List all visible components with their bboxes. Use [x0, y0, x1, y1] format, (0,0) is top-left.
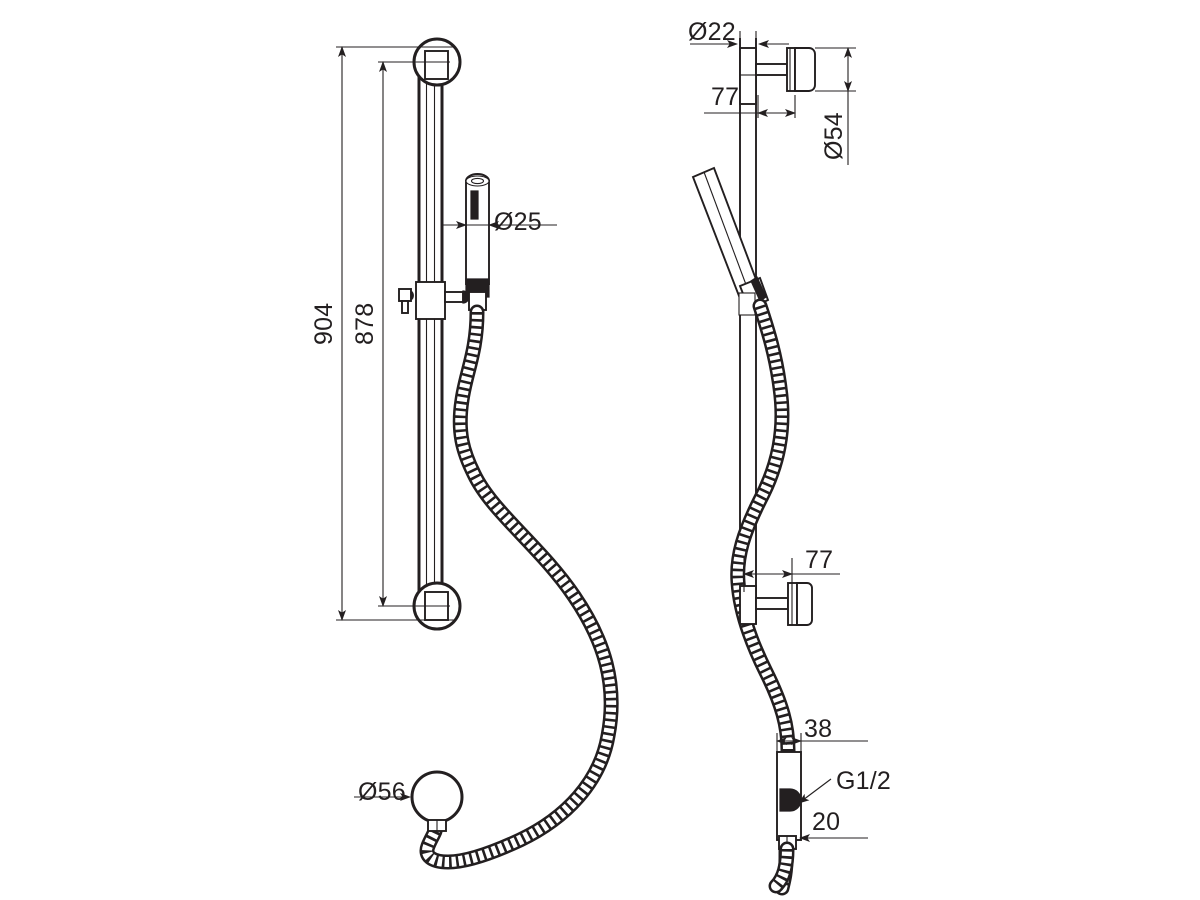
side-view: Ø22 77 Ø54: [688, 18, 856, 896]
dim-38-label: 38: [804, 715, 832, 743]
dim-77-top-label: 77: [711, 83, 739, 111]
dim-904-label: 904: [310, 303, 338, 345]
dim-d54-label: Ø54: [820, 112, 848, 160]
front-rail-tube: [417, 62, 444, 608]
front-slider-holder: [398, 281, 470, 320]
front-handset: [465, 173, 490, 311]
dim-d56: Ø56: [354, 778, 411, 806]
front-holder-plate: [410, 770, 464, 832]
dim-77-bottom-label: 77: [805, 546, 833, 574]
dim-904: 904: [310, 46, 455, 621]
dim-20: 20: [799, 808, 868, 842]
side-top-wall-mount: [739, 47, 816, 105]
dim-d22: Ø22: [688, 18, 789, 48]
detail-hose-tail: [768, 841, 795, 894]
front-view: 904 878 Ø25 Ø56: [310, 37, 619, 870]
detail-connector-block: [776, 751, 802, 850]
front-hose: [419, 304, 619, 870]
dim-d56-label: Ø56: [358, 778, 406, 806]
dim-77-bottom: 77: [743, 546, 840, 592]
leader-g-half-label: G1/2: [836, 767, 891, 795]
detail-view: 38 G1/2 20: [768, 715, 891, 894]
side-bottom-wall-mount: [739, 582, 813, 626]
dim-77-top: 77: [704, 83, 796, 118]
dim-38: 38: [776, 715, 868, 755]
dim-d54: Ø54: [815, 47, 856, 165]
dim-20-label: 20: [812, 808, 840, 836]
dim-878: 878: [351, 61, 450, 607]
dim-d25: Ø25: [442, 208, 557, 236]
dim-878-label: 878: [351, 303, 379, 345]
leader-g-half: G1/2: [798, 767, 891, 804]
dim-d22-label: Ø22: [688, 18, 736, 46]
side-rail-tube: [739, 38, 757, 624]
dim-d25-label: Ø25: [494, 208, 542, 236]
